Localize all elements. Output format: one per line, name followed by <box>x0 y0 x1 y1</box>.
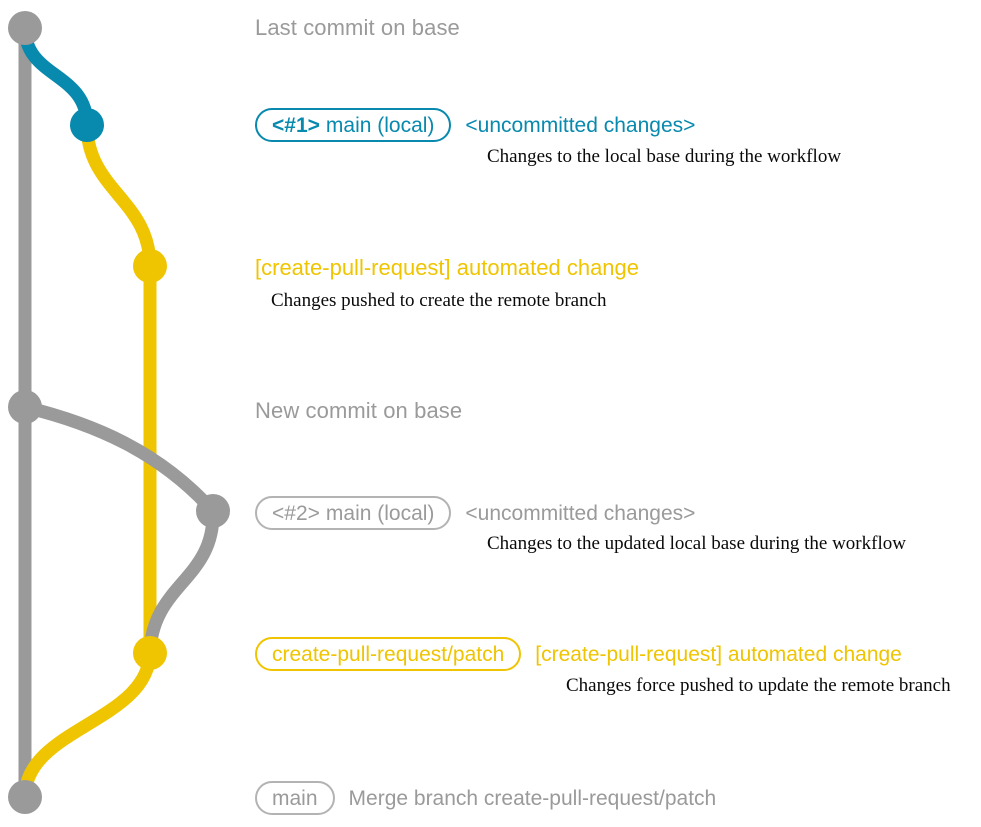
commit-row-local-2: <#2> main (local) <uncommitted changes> <box>255 496 695 530</box>
branch-badge-main-local-1[interactable]: <#1> main (local) <box>255 108 452 142</box>
section-title-new-commit-on-base: New commit on base <box>255 398 463 423</box>
commit-row-local-1: <#1> main (local) <uncommitted changes> <box>255 108 695 142</box>
branch-badge-create-pull-request-patch[interactable]: create-pull-request/patch <box>255 637 522 671</box>
branch-badge-name: create-pull-request/patch <box>272 642 505 666</box>
commit-description-remote-1: Changes pushed to create the remote bran… <box>271 290 607 311</box>
commit-subject-remote-1: [create-pull-request] automated change <box>255 255 640 280</box>
edge-base-to-local-1 <box>18 21 94 132</box>
commit-subject-local-1: <uncommitted changes> <box>465 113 696 137</box>
node-remote-commit-1[interactable] <box>133 249 167 283</box>
node-remote-commit-2[interactable] <box>133 636 167 670</box>
commit-description-local-1: Changes to the local base during the wor… <box>487 146 842 167</box>
node-local-commit-2[interactable] <box>196 494 230 528</box>
section-title-last-commit-on-base: Last commit on base <box>255 15 460 40</box>
branch-badge-main[interactable]: main <box>255 781 335 815</box>
edge-remote-2-to-merge <box>18 646 157 804</box>
branch-badge-name: main <box>272 786 318 810</box>
branch-badge-prefix: <#2> <box>272 501 320 525</box>
node-local-commit-1[interactable] <box>70 108 104 142</box>
commit-row-remote-2: create-pull-request/patch [create-pull-r… <box>255 637 902 671</box>
commit-subject-local-2: <uncommitted changes> <box>465 501 696 525</box>
branch-badge-prefix: <#1> <box>272 113 320 137</box>
edge-local-1-to-remote-1 <box>80 118 157 273</box>
branch-badge-name: main (local) <box>325 113 435 137</box>
commit-subject-remote-2: [create-pull-request] automated change <box>535 642 902 666</box>
node-merge-commit[interactable] <box>8 780 42 814</box>
node-last-commit-on-base[interactable] <box>8 11 42 45</box>
branch-badge-name: main (local) <box>325 501 435 525</box>
commit-row-merge: main Merge branch create-pull-request/pa… <box>255 781 716 815</box>
commit-subject-merge: Merge branch create-pull-request/patch <box>348 786 717 810</box>
commit-description-local-2: Changes to the updated local base during… <box>487 533 906 554</box>
branch-badge-main-local-2[interactable]: <#2> main (local) <box>255 496 452 530</box>
commit-description-remote-2: Changes force pushed to update the remot… <box>566 675 951 696</box>
edge-local-2-to-remote-2 <box>143 504 220 660</box>
node-new-commit-on-base[interactable] <box>8 390 42 424</box>
edge-base-to-local-2 <box>18 400 220 518</box>
